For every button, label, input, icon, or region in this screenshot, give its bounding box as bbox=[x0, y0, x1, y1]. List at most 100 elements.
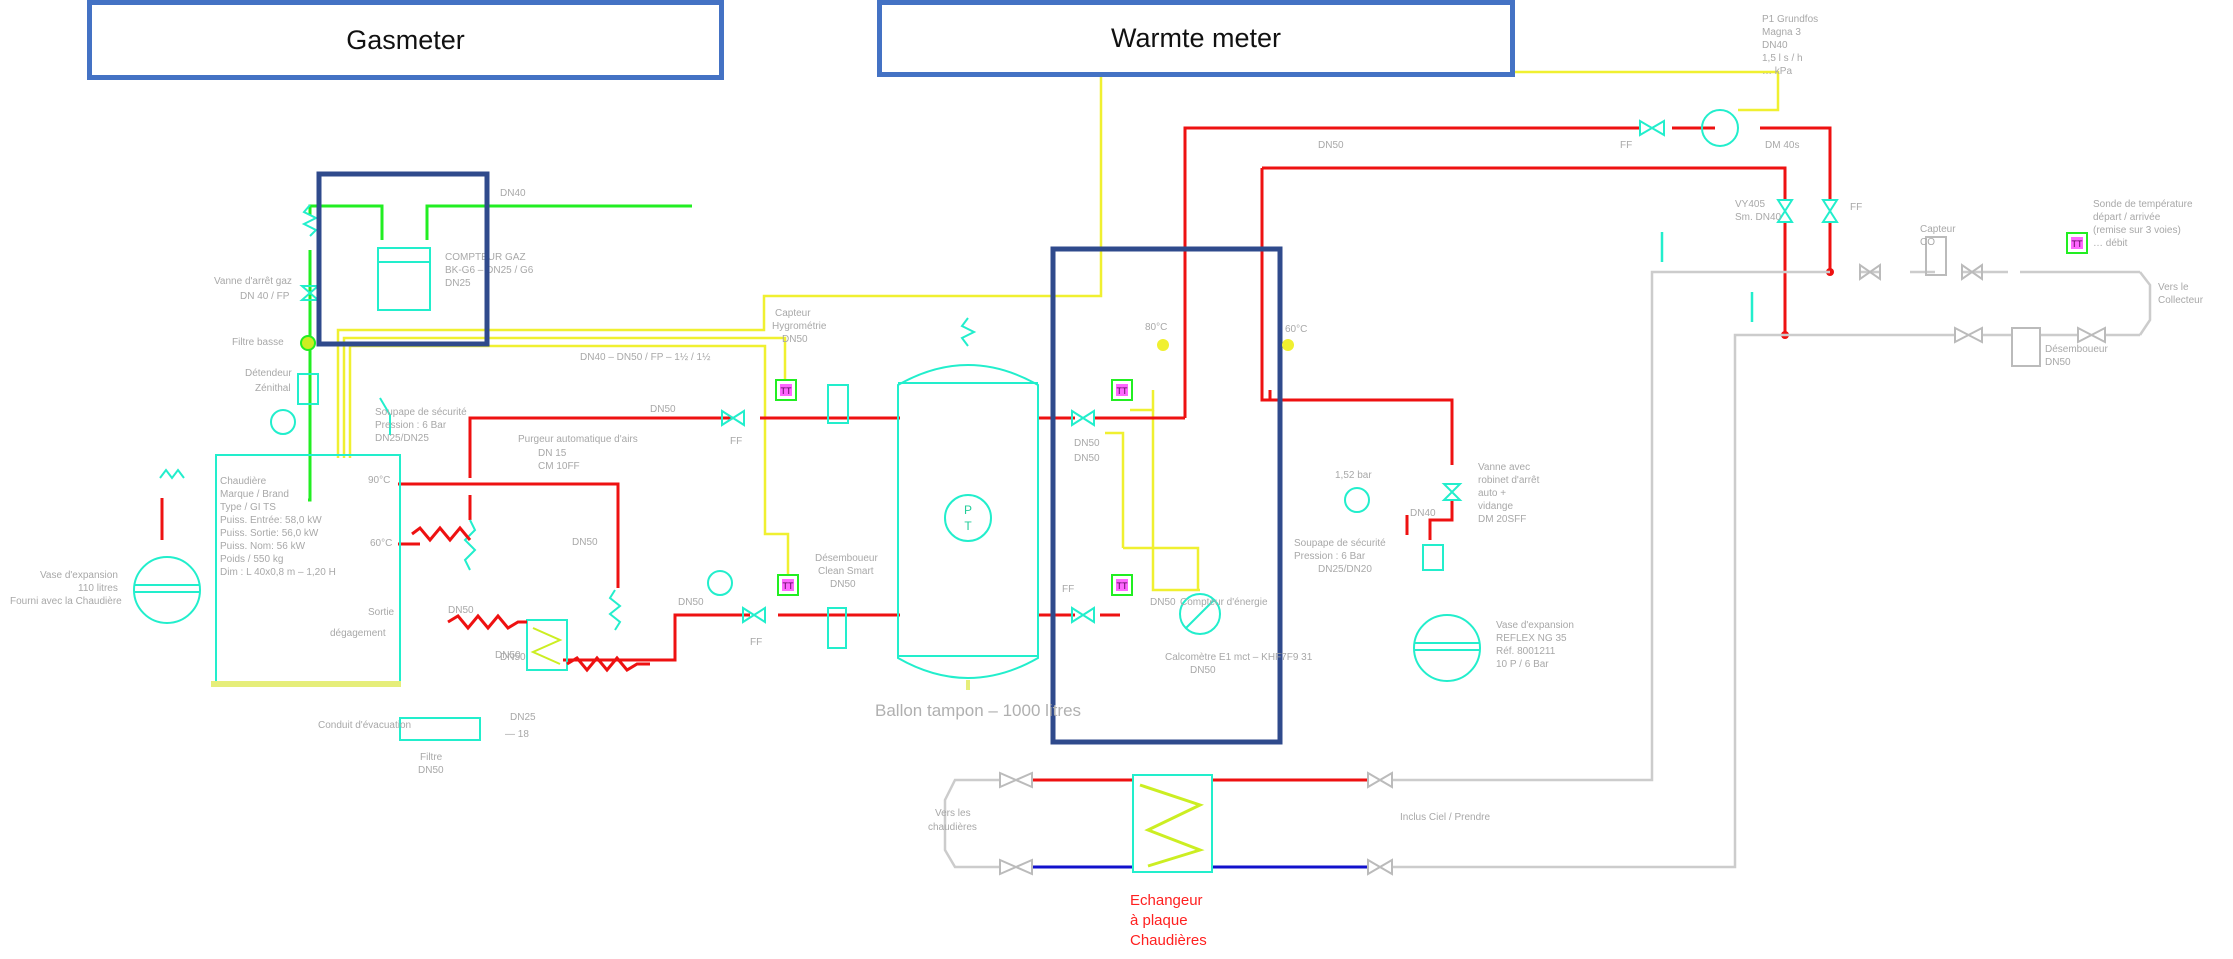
svg-text:Magna 3: Magna 3 bbox=[1762, 27, 1801, 38]
svg-text:Vanne d'arrêt gaz: Vanne d'arrêt gaz bbox=[214, 276, 292, 287]
svg-text:110 litres: 110 litres bbox=[78, 583, 118, 594]
svg-text:DM 20SFF: DM 20SFF bbox=[1478, 514, 1526, 525]
svg-text:DN25: DN25 bbox=[445, 278, 471, 289]
gas-piping bbox=[308, 204, 692, 502]
exchanger-caption-line-1: Echangeur bbox=[1130, 892, 1203, 909]
valve-icon bbox=[999, 858, 1033, 876]
valve-icon bbox=[1071, 409, 1095, 427]
boiler-relief-spring bbox=[159, 468, 185, 480]
relief-valve-icon bbox=[379, 397, 391, 435]
air-separator-icon bbox=[827, 384, 849, 424]
valve-icon bbox=[1071, 606, 1095, 624]
svg-text:… débit: … débit bbox=[2093, 238, 2128, 249]
svg-text:DN50: DN50 bbox=[678, 597, 704, 608]
svg-text:DN50: DN50 bbox=[495, 650, 521, 661]
svg-text:Inclus Ciel / Prendre: Inclus Ciel / Prendre bbox=[1400, 812, 1490, 823]
svg-text:DN50: DN50 bbox=[2045, 357, 2071, 368]
valve-icon bbox=[1367, 771, 1393, 789]
svg-text:Capteur: Capteur bbox=[775, 308, 811, 319]
svg-text:Soupape de sécurité: Soupape de sécurité bbox=[375, 407, 467, 418]
svg-text:FF: FF bbox=[1850, 202, 1862, 213]
svg-text:FF: FF bbox=[730, 436, 742, 447]
buffer-tank-pressure-symbol: P bbox=[964, 503, 972, 517]
svg-text:DN40: DN40 bbox=[1762, 40, 1788, 51]
svg-text:départ / arrivée: départ / arrivée bbox=[2093, 212, 2161, 223]
flow-to-distributor-line bbox=[1183, 126, 1640, 418]
heat-meter-flow-sensor: 80°C 60°C Compteur d'énergie Calcomètre … bbox=[1145, 322, 1313, 676]
gas-filter-spring bbox=[301, 204, 319, 237]
svg-text:DN50: DN50 bbox=[572, 537, 598, 548]
gas-regulator-icon bbox=[297, 373, 319, 405]
valve-icon bbox=[1776, 199, 1794, 223]
svg-text:DN50: DN50 bbox=[1318, 140, 1344, 151]
valve-icon bbox=[721, 409, 745, 427]
svg-text:chaudières: chaudières bbox=[928, 822, 977, 833]
svg-text:Sonde de température: Sonde de température bbox=[2093, 199, 2193, 210]
gas-supply-line bbox=[425, 204, 692, 240]
svg-text:FF: FF bbox=[1062, 584, 1074, 595]
svg-text:Capteur: Capteur bbox=[1920, 224, 1956, 235]
svg-text:(remise sur 3 voies): (remise sur 3 voies) bbox=[2093, 225, 2181, 236]
valve-icon bbox=[1821, 199, 1839, 223]
dirt-separator-icon bbox=[827, 607, 847, 649]
svg-text:Clean Smart: Clean Smart bbox=[818, 566, 874, 577]
svg-text:Compteur d'énergie: Compteur d'énergie bbox=[1180, 597, 1268, 608]
svg-text:VY405: VY405 bbox=[1735, 199, 1765, 210]
svg-text:DN50: DN50 bbox=[448, 605, 474, 616]
svg-text:DN50: DN50 bbox=[500, 652, 526, 663]
temperature-sensors: TT TT TT TT TT bbox=[775, 232, 2088, 596]
svg-text:Sortie: Sortie bbox=[368, 607, 395, 618]
boiler-flow-line bbox=[398, 482, 620, 588]
valve-icon bbox=[742, 606, 766, 624]
svg-text:Hygrométrie: Hygrométrie bbox=[772, 321, 827, 332]
svg-text:FF: FF bbox=[750, 637, 762, 648]
grey-vessel-icon bbox=[1925, 236, 1947, 276]
svg-text:60°C: 60°C bbox=[370, 538, 392, 549]
supply-to-tank-line bbox=[468, 416, 733, 478]
svg-text:1,52 bar: 1,52 bar bbox=[1335, 470, 1372, 481]
hot-water-nodes bbox=[1781, 268, 1834, 339]
svg-text:DN25/DN20: DN25/DN20 bbox=[1318, 564, 1372, 575]
spring-valve-icon bbox=[463, 519, 477, 571]
buffer-tank: P T Ballon tampon – 1000 litres bbox=[875, 317, 1081, 720]
pressure-gauge-icon bbox=[270, 409, 296, 435]
svg-text:DN50: DN50 bbox=[1150, 597, 1176, 608]
grey-valves bbox=[999, 263, 2106, 876]
gas-valve-icon bbox=[299, 285, 321, 301]
svg-text:DN50: DN50 bbox=[830, 579, 856, 590]
svg-text:Vanne avec: Vanne avec bbox=[1478, 462, 1530, 473]
buffer-tank-shell bbox=[897, 364, 1039, 679]
svg-text:DN25/DN25: DN25/DN25 bbox=[375, 433, 429, 444]
svg-text:Détendeur: Détendeur bbox=[245, 368, 292, 379]
pressure-gauges bbox=[270, 409, 1370, 596]
svg-text:10 P / 6 Bar: 10 P / 6 Bar bbox=[1496, 659, 1549, 670]
svg-text:P1 Grundfos: P1 Grundfos bbox=[1762, 14, 1818, 25]
temperature-sensor: TT bbox=[2066, 232, 2088, 254]
svg-text:DN50: DN50 bbox=[650, 404, 676, 415]
expansion-vessel-left: Vase d'expansion 110 litres Fourni avec … bbox=[10, 556, 201, 624]
svg-text:Purgeur automatique d'airs: Purgeur automatique d'airs bbox=[518, 434, 638, 445]
svg-text:TT: TT bbox=[781, 386, 792, 396]
svg-text:REFLEX NG 35: REFLEX NG 35 bbox=[1496, 633, 1567, 644]
svg-text:DN40 – DN50 / FP – 1½ / 1½: DN40 – DN50 / FP – 1½ / 1½ bbox=[580, 352, 711, 363]
svg-text:Pression : 6 Bar: Pression : 6 Bar bbox=[1294, 551, 1366, 562]
boiler-plate-exchanger bbox=[526, 619, 568, 671]
boiler: Chaudière Marque / Brand Type / GI TS Pu… bbox=[159, 454, 401, 687]
valve-icon bbox=[1367, 858, 1393, 876]
svg-text:Désemboueur: Désemboueur bbox=[2045, 344, 2108, 355]
svg-text:Fourni avec la Chaudière: Fourni avec la Chaudière bbox=[10, 596, 122, 607]
gas-feed-down-line bbox=[308, 250, 312, 502]
boiler-base bbox=[211, 681, 401, 687]
svg-text:Marque / Brand: Marque / Brand bbox=[220, 489, 289, 500]
meter-signal-lines bbox=[336, 70, 1780, 592]
svg-text:Soupape de sécurité: Soupape de sécurité bbox=[1294, 538, 1386, 549]
buffer-tank-temperature-symbol: T bbox=[964, 519, 972, 533]
svg-text:1,5 l s / h: 1,5 l s / h bbox=[1762, 53, 1803, 64]
svg-text:Poids / 550 kg: Poids / 550 kg bbox=[220, 554, 283, 565]
grey-separator-icon bbox=[2011, 327, 2041, 367]
svg-text:DN50: DN50 bbox=[1190, 665, 1216, 676]
buffer-vent-icon bbox=[960, 317, 977, 347]
svg-text:— 18: — 18 bbox=[505, 729, 529, 740]
svg-text:Puiss. Sortie: 56,0 kW: Puiss. Sortie: 56,0 kW bbox=[220, 528, 319, 539]
svg-text:Vers les: Vers les bbox=[935, 808, 971, 819]
